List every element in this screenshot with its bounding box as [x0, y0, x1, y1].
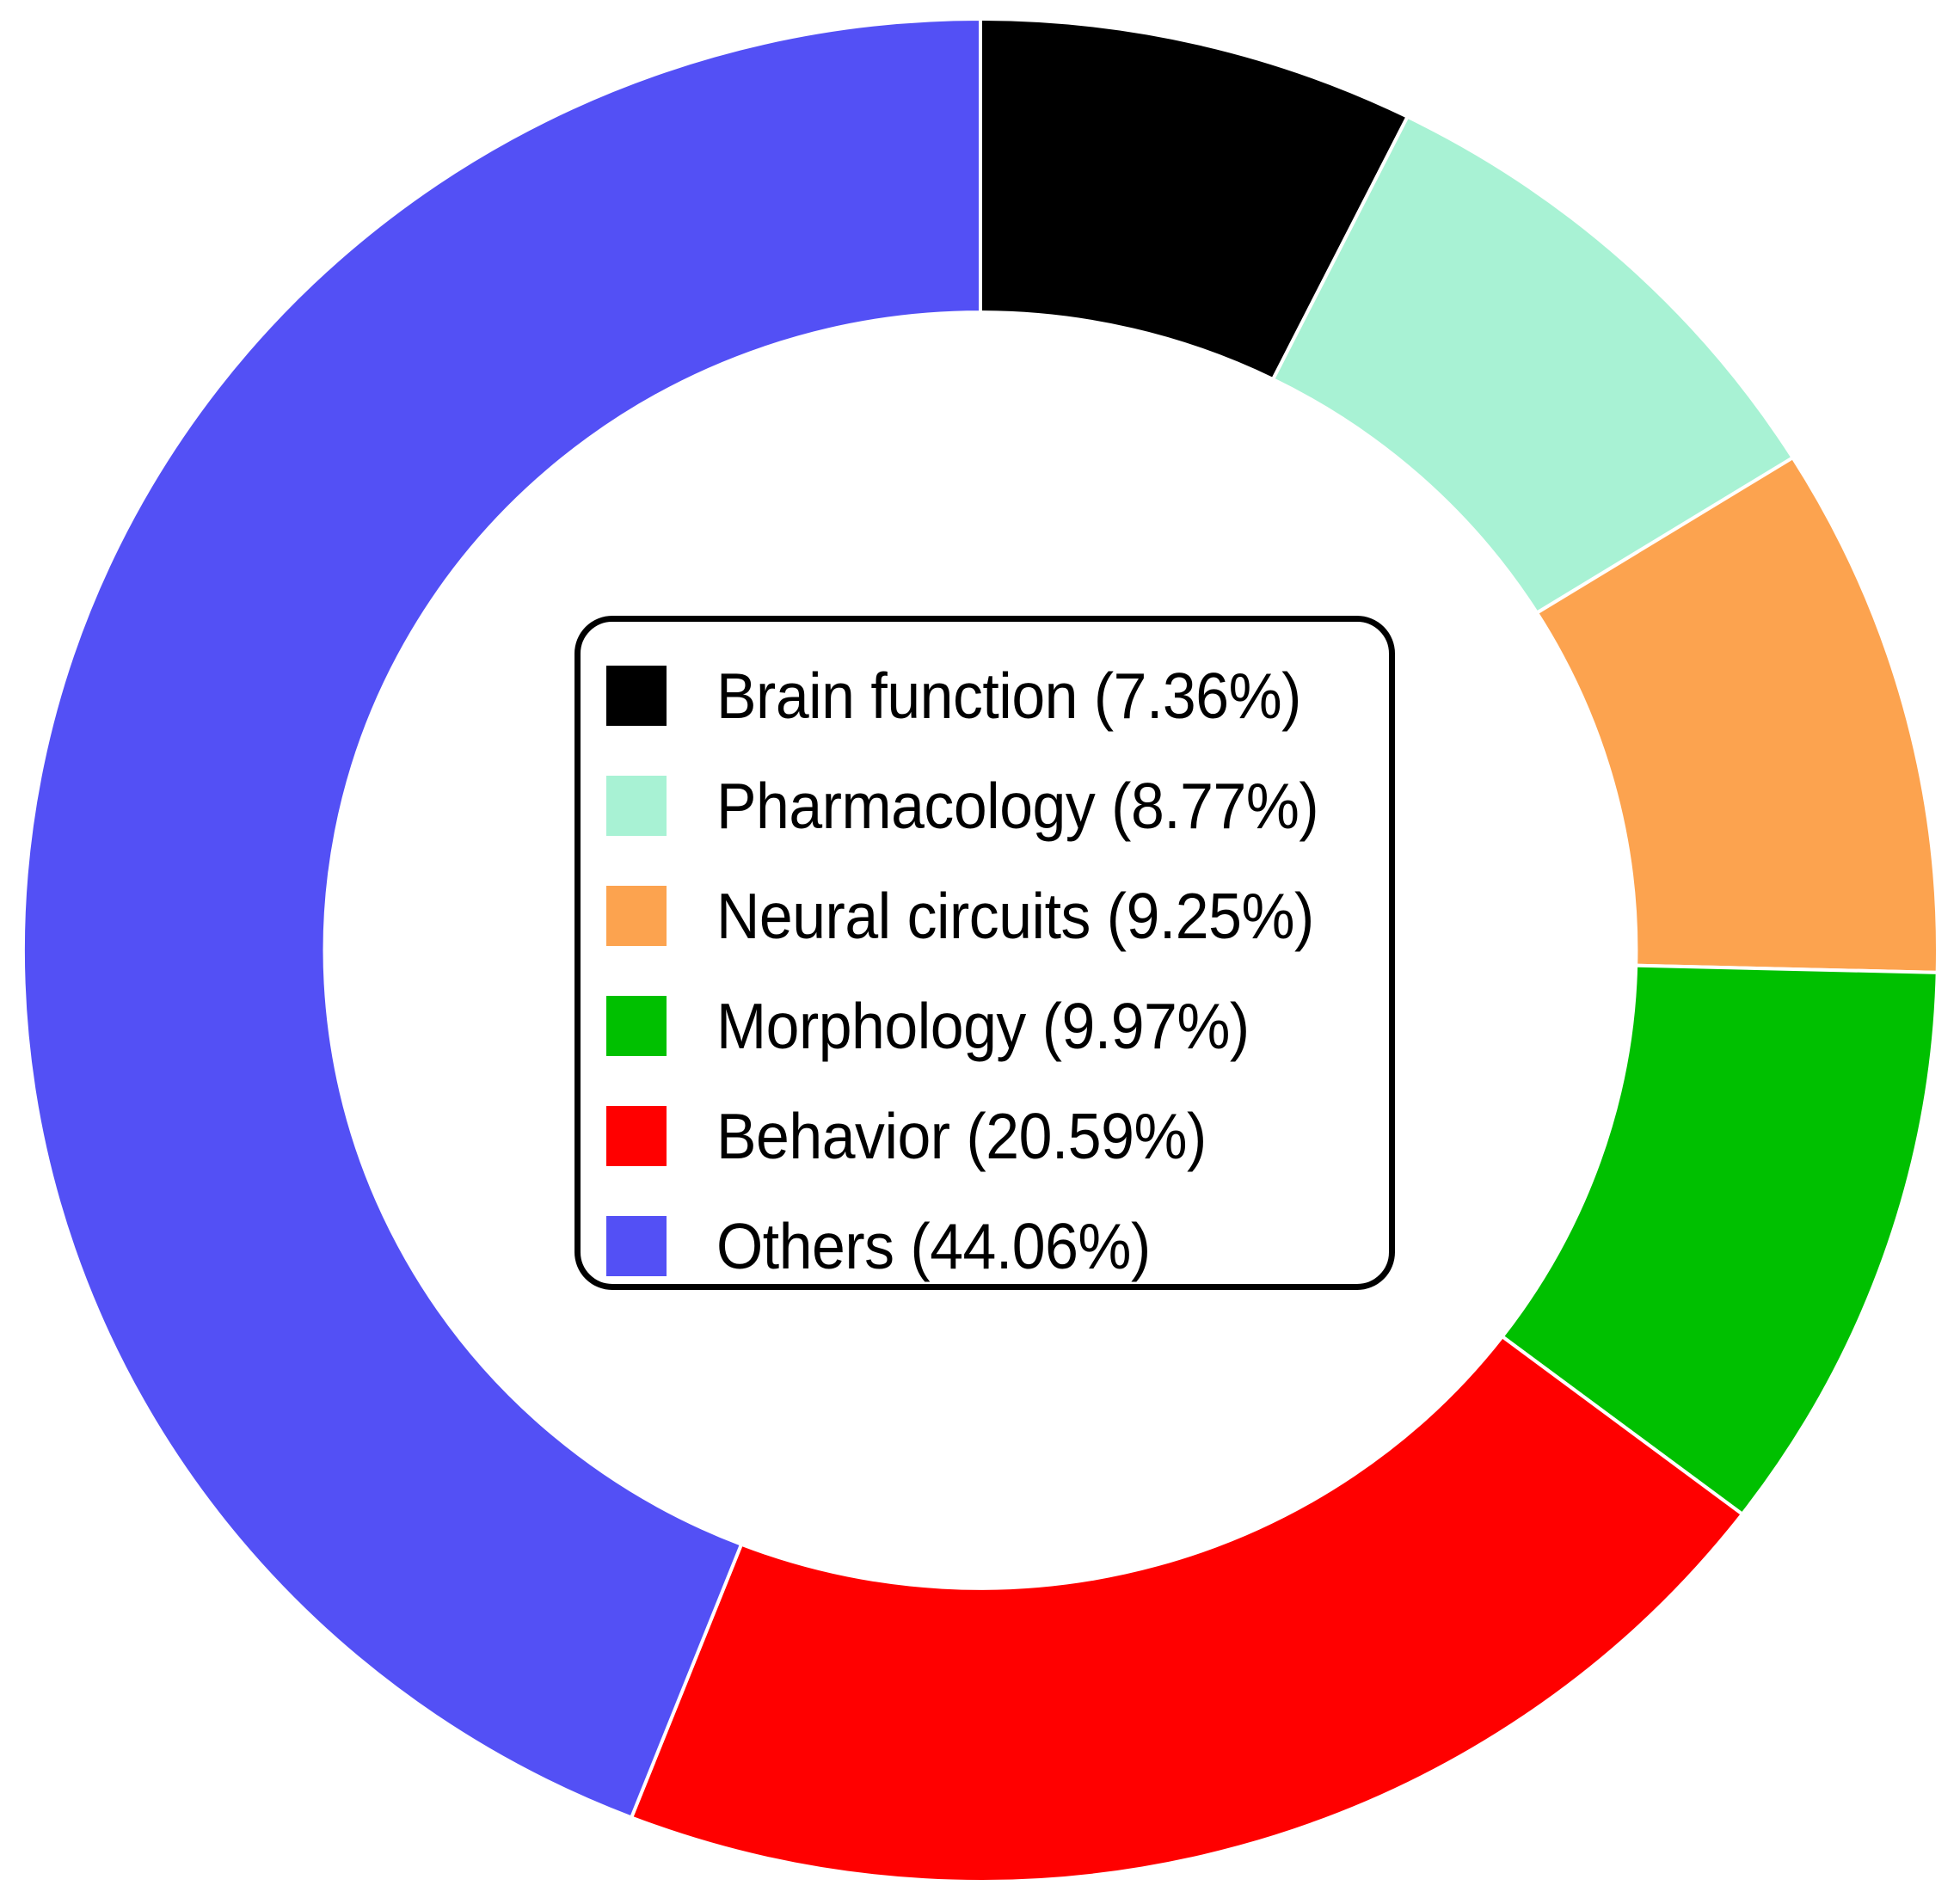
- donut-slice-group: [22, 16, 1939, 1883]
- legend-swatch-morphology: [606, 996, 667, 1056]
- legend-label-behavior: Behavior (20.59%): [716, 1099, 1207, 1172]
- legend-item-pharmacology[interactable]: Pharmacology (8.77%): [606, 751, 1380, 861]
- legend-label-pharmacology: Pharmacology (8.77%): [716, 769, 1319, 842]
- donut-slice-others[interactable]: [22, 16, 982, 1821]
- legend-swatch-others: [606, 1216, 667, 1276]
- legend-item-list: Brain function (7.36%) Pharmacology (8.7…: [606, 641, 1380, 1278]
- legend-swatch-pharmacology: [606, 776, 667, 836]
- legend-label-neural-circuits: Neural circuits (9.25%): [716, 879, 1314, 952]
- legend-swatch-brain-function: [606, 666, 667, 726]
- legend-item-neural-circuits[interactable]: Neural circuits (9.25%): [606, 861, 1380, 971]
- legend-label-morphology: Morphology (9.97%): [716, 989, 1250, 1062]
- chart-legend: Brain function (7.36%) Pharmacology (8.7…: [574, 616, 1395, 1290]
- donut-slice-behavior[interactable]: [629, 1334, 1745, 1883]
- legend-swatch-neural-circuits: [606, 886, 667, 946]
- legend-item-others[interactable]: Others (44.06%): [606, 1191, 1380, 1301]
- legend-item-behavior[interactable]: Behavior (20.59%): [606, 1081, 1380, 1191]
- legend-swatch-behavior: [606, 1106, 667, 1166]
- legend-label-others: Others (44.06%): [716, 1209, 1151, 1282]
- legend-item-brain-function[interactable]: Brain function (7.36%): [606, 641, 1380, 751]
- legend-item-morphology[interactable]: Morphology (9.97%): [606, 971, 1380, 1081]
- legend-label-brain-function: Brain function (7.36%): [716, 659, 1301, 732]
- donut-slice-morphology[interactable]: [1499, 963, 1939, 1517]
